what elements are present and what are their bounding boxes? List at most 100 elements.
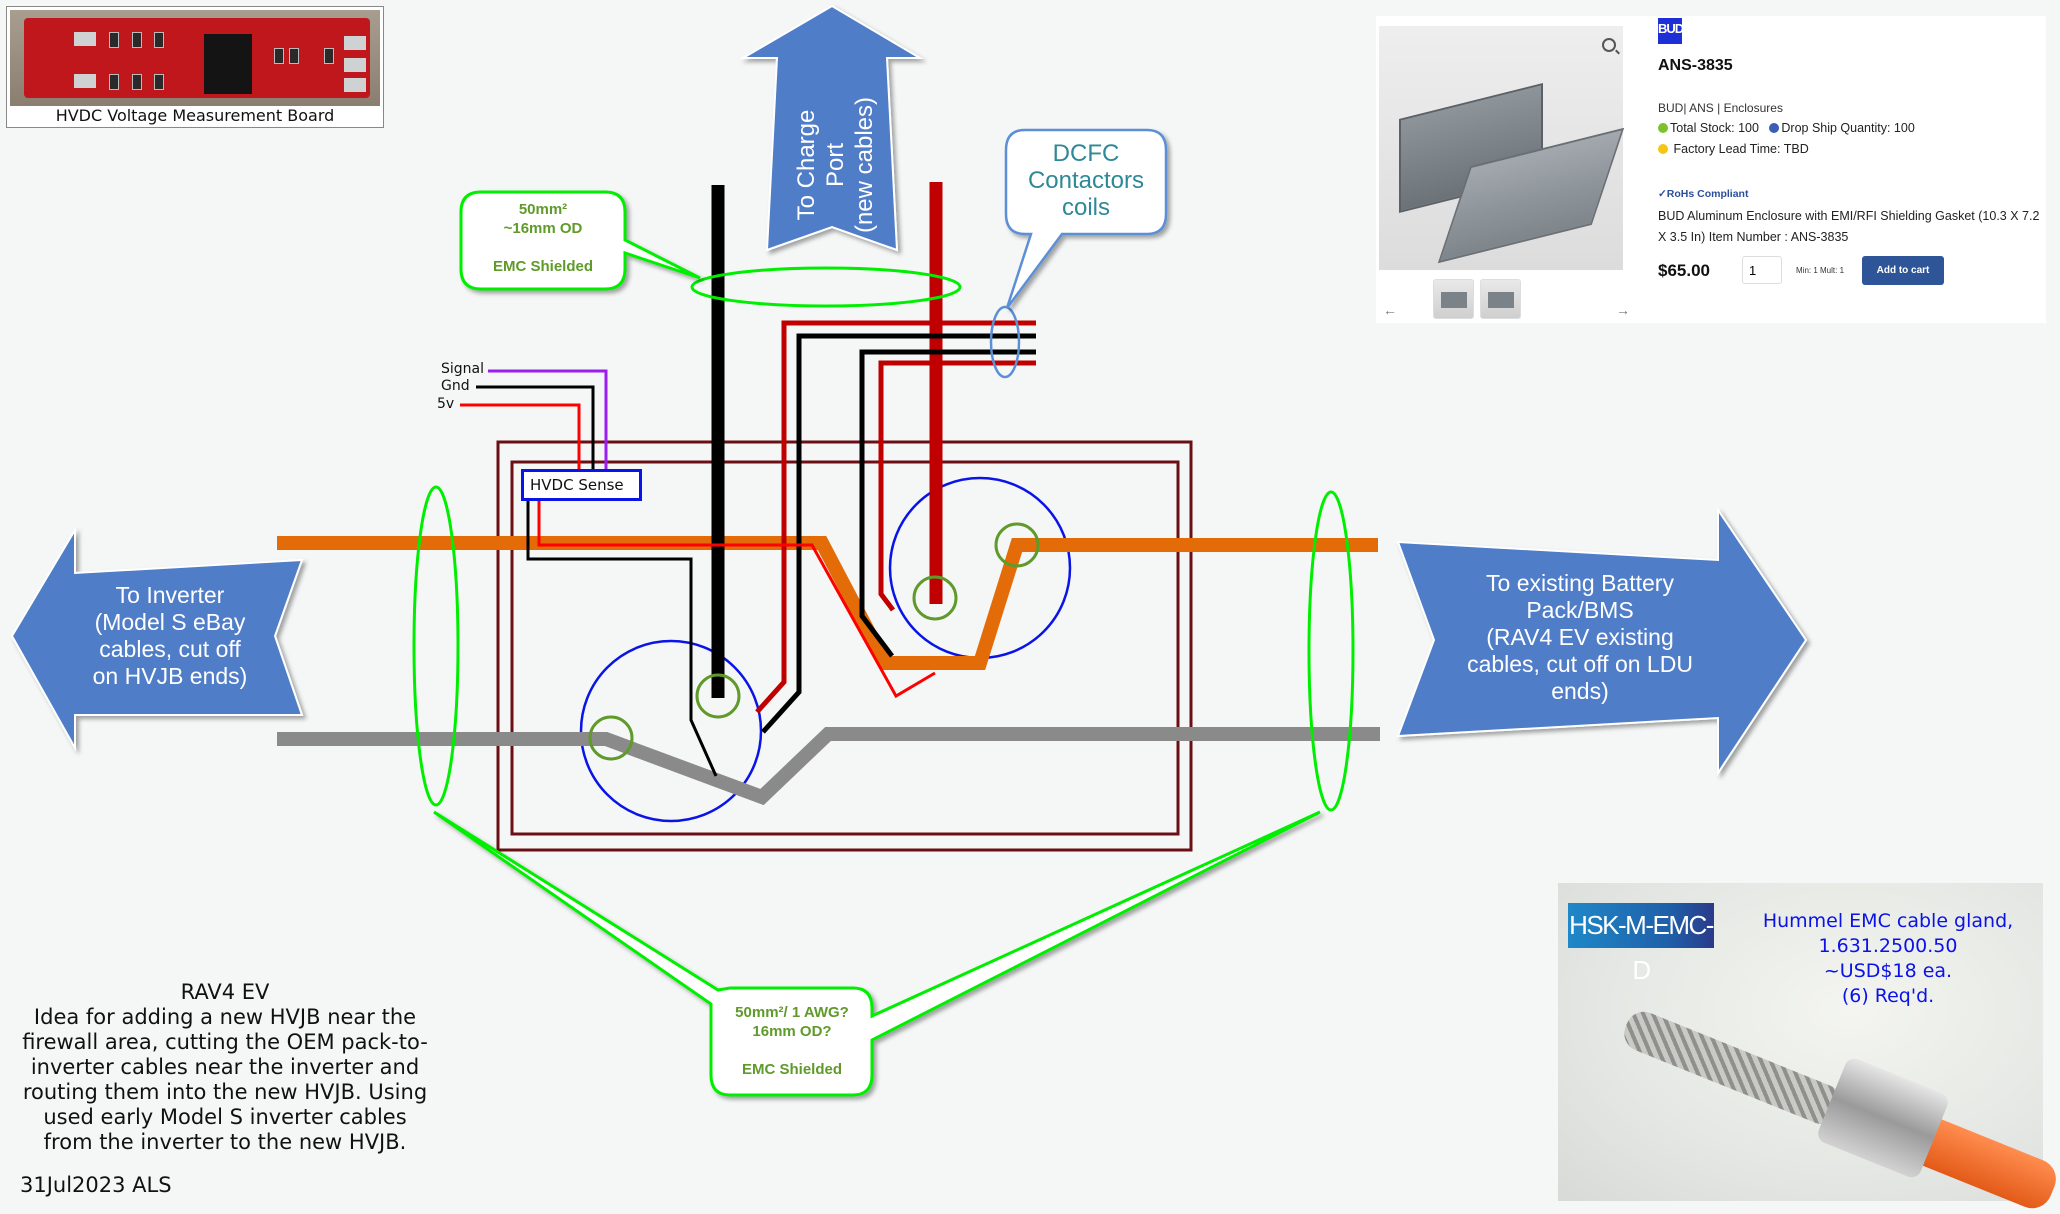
battery-line: Pack/BMS [1526, 597, 1634, 623]
charge-port-label: To Charge Port (new cables) [792, 80, 879, 250]
gnd-wire [476, 385, 595, 469]
inverter-line: (Model S eBay [94, 609, 246, 635]
cable-size: 50mm² [518, 201, 568, 218]
rohs-badge: ✓RoHs Compliant [1658, 188, 1749, 200]
dcfc-callout [1004, 128, 1168, 309]
product-card: ← → BUD ANS-3835 BUD| ANS | Enclosures T… [1376, 16, 2046, 323]
product-price: $65.00 [1658, 261, 1710, 280]
cable-gland-photo: HSK-M-EMC-D Hummel EMC cable gland, 1.63… [1558, 883, 2060, 1214]
coil-wire-red-1 [755, 320, 1036, 714]
quantity-input[interactable] [1742, 256, 1782, 284]
charge-port-line: To Charge [793, 109, 820, 221]
shield-ring-top [690, 266, 962, 308]
battery-line: cables, cut off on LDU [1467, 651, 1693, 677]
cable-size: 50mm²/ 1 AWG? [735, 1004, 849, 1021]
notes-block: RAV4 EV Idea for adding a new HVJB near … [8, 980, 442, 1155]
inverter-line: on HVJB ends) [92, 663, 248, 689]
drop-ship-quantity: Drop Ship Quantity: 100 [1781, 121, 1915, 135]
lead-time: Factory Lead Time: TBD [1673, 142, 1809, 156]
stock-info: Total Stock: 100 Drop Ship Quantity: 100 [1658, 121, 1915, 135]
notes-line: firewall area, cutting the OEM pack-to- [22, 1030, 428, 1054]
dcfc-line: DCFC [1052, 140, 1120, 167]
terminal [994, 522, 1040, 568]
terminal [695, 673, 741, 719]
terminal [588, 715, 634, 761]
battery-line: (RAV4 EV existing [1486, 624, 1674, 650]
product-description: BUD Aluminum Enclosure with EMI/RFI Shie… [1658, 209, 2040, 244]
inverter-label: To Inverter (Model S eBay cables, cut of… [80, 582, 260, 690]
gland-info: Hummel EMC cable gland, 1.631.2500.50 ~U… [1738, 909, 2038, 1009]
negative-main-cable [277, 727, 1380, 806]
positive-main-cable [277, 536, 1378, 670]
enclosure-outer [496, 440, 1193, 852]
battery-arrow [1396, 506, 1808, 777]
terminal [912, 575, 958, 621]
add-to-cart-button[interactable]: Add to cart [1862, 256, 1944, 285]
bottom-cable-callout-text: 50mm²/ 1 AWG? 16mm OD? EMC Shielded [713, 1003, 871, 1079]
notes-line: Idea for adding a new HVJB near the [33, 1005, 417, 1029]
enclosure-inner [510, 460, 1180, 836]
pcb-caption: HVDC Voltage Measurement Board [55, 106, 335, 125]
shield-braid-image [1618, 1006, 1848, 1130]
top-cable-callout-text: 50mm² ~16mm OD EMC Shielded [463, 200, 623, 276]
in-stock-icon [1658, 123, 1668, 133]
product-badge: HSK-M-EMC-D [1568, 903, 1714, 985]
notes-line: routing them into the new HVJB. Using [22, 1080, 428, 1104]
coil-wire-red-2 [878, 360, 1036, 612]
battery-line: To existing Battery [1486, 570, 1674, 596]
coil-wire-black-2 [859, 349, 1036, 658]
inverter-line: cables, cut off [99, 636, 241, 662]
inverter-arrow [10, 526, 304, 752]
clock-icon [1769, 123, 1780, 133]
contactor-positive [888, 476, 1072, 660]
dcfc-line: Contactors [1027, 167, 1145, 194]
coil-bundle-ring [989, 305, 1021, 379]
product-sku: ANS-3835 [1658, 57, 1733, 74]
bottom-cable-callout [433, 810, 1321, 1097]
shield-ring-left [412, 485, 460, 807]
gnd-label: Gnd [441, 378, 470, 394]
top-cable-callout [459, 190, 701, 291]
total-stock: Total Stock: 100 [1670, 121, 1759, 135]
product-image[interactable] [1379, 26, 1625, 270]
charge-port-arrow [739, 4, 924, 252]
notes-line: from the inverter to the new HVJB. [43, 1130, 407, 1154]
brand-logo: BUD [1658, 18, 1684, 44]
signal-wire [488, 369, 608, 469]
5v-label: 5v [437, 396, 455, 412]
zoom-in-icon[interactable] [1602, 38, 1616, 52]
gland-line: Hummel EMC cable gland, [1762, 910, 2014, 932]
cable-shielding: EMC Shielded [741, 1061, 842, 1078]
hvdc-sense-box: HVDC Sense [521, 469, 642, 501]
notes-line: inverter cables near the inverter and [30, 1055, 420, 1079]
prev-image-arrow[interactable]: ← [1383, 302, 1397, 318]
contactor-negative [579, 639, 763, 823]
pcb-image [10, 10, 380, 106]
pcb-photo: HVDC Voltage Measurement Board [6, 6, 384, 128]
dcfc-line: coils [1061, 194, 1110, 221]
battery-label: To existing Battery Pack/BMS (RAV4 EV ex… [1440, 570, 1720, 705]
sense-positive-lead [537, 501, 936, 699]
gland-line: ~USD$18 ea. [1823, 960, 1953, 982]
notes-title: RAV4 EV [180, 980, 270, 1004]
coil-wire-black-1 [761, 333, 1036, 734]
5v-wire [460, 403, 581, 469]
next-image-arrow[interactable]: → [1616, 302, 1630, 318]
thumbnail-2[interactable] [1480, 279, 1521, 319]
charge-port-line: Port [822, 143, 849, 188]
cable-od: ~16mm OD [503, 220, 583, 237]
product-category: BUD| ANS | Enclosures [1658, 101, 1783, 115]
dcfc-callout-text: DCFC Contactors coils [1006, 140, 1166, 221]
cable-shielding: EMC Shielded [492, 258, 593, 275]
sense-negative-lead [526, 501, 718, 777]
shield-ring-right [1307, 490, 1355, 812]
date-author: 31Jul2023 ALS [20, 1173, 172, 1197]
gland-line: (6) Req'd. [1841, 985, 1935, 1007]
thumbnail-1[interactable] [1433, 279, 1474, 319]
gland-line: 1.631.2500.50 [1818, 935, 1958, 957]
notes-line: used early Model S inverter cables [43, 1105, 407, 1129]
lead-time-icon [1658, 144, 1668, 154]
battery-line: ends) [1551, 678, 1609, 704]
min-mult-info: Min: 1 Mult: 1 [1796, 266, 1845, 275]
